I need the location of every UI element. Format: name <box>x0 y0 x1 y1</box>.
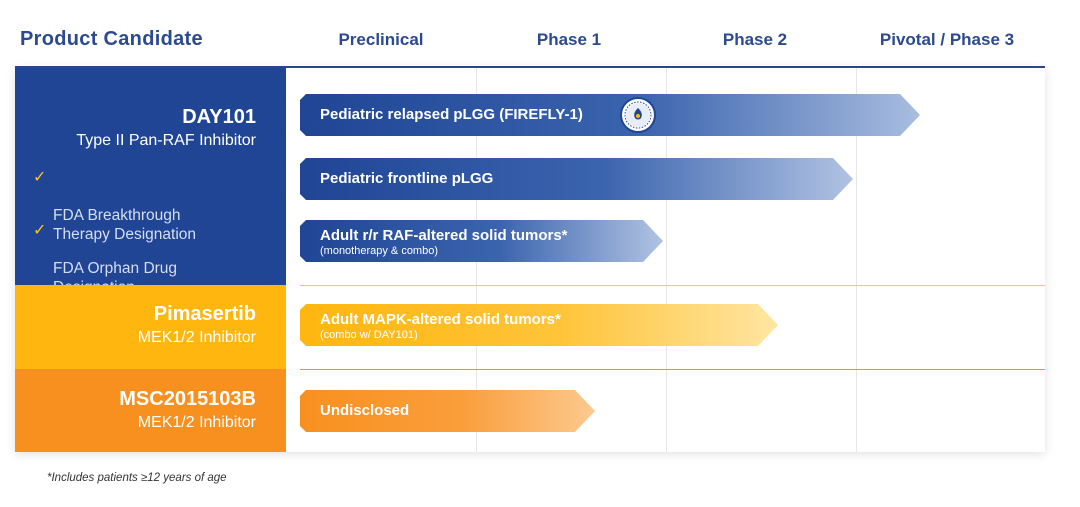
program-title: Pediatric relapsed pLGG (FIREFLY-1) <box>320 106 583 123</box>
candidate-mechanism: MEK1/2 Inhibitor <box>137 329 256 346</box>
footnote: *Includes patients ≥12 years of age <box>47 472 227 484</box>
program-bar-firefly: Pediatric relapsed pLGG (FIREFLY-1) <box>300 94 920 136</box>
column-divider <box>856 68 857 452</box>
program-bar-frontline: Pediatric frontline pLGG <box>300 158 853 200</box>
checkmark-icon: ✓ <box>33 222 47 239</box>
candidate-mechanism: Type II Pan-RAF Inhibitor <box>76 132 256 149</box>
designation-text: FDA Breakthrough Therapy Designation <box>53 207 197 243</box>
candidate-name: DAY101 <box>182 106 256 128</box>
row-separator <box>300 369 1045 370</box>
row-separator <box>300 285 1045 286</box>
trial-logo-icon <box>620 97 656 133</box>
program-title: Adult MAPK-altered solid tumors* <box>320 311 561 328</box>
header-rule <box>15 66 1045 68</box>
header-product-candidate: Product Candidate <box>20 28 203 50</box>
header-phase-3: Pivotal / Phase 3 <box>879 30 1015 49</box>
program-title: Pediatric frontline pLGG <box>320 170 494 187</box>
candidate-name: MSC2015103B <box>119 388 256 410</box>
candidate-msc2015103b: MSC2015103B MEK1/2 Inhibitor <box>15 369 286 452</box>
candidate-mechanism: MEK1/2 Inhibitor <box>137 414 256 431</box>
program-bar-adult-mapk: Adult MAPK-altered solid tumors* (combo … <box>300 304 778 346</box>
candidate-pimasertib: Pimasertib MEK1/2 Inhibitor <box>15 285 286 369</box>
header-phase-1: Phase 1 <box>536 30 602 49</box>
header-phase-2: Phase 2 <box>722 30 788 49</box>
program-note: (monotherapy & combo) <box>320 245 438 257</box>
designation-breakthrough: ✓ FDA Breakthrough Therapy Designation <box>33 168 197 244</box>
checkmark-icon: ✓ <box>33 169 47 186</box>
column-divider <box>666 68 667 452</box>
program-note: (combo w/ DAY101) <box>320 329 418 341</box>
program-title: Adult r/r RAF-altered solid tumors* <box>320 227 568 244</box>
program-title: Undisclosed <box>320 402 410 419</box>
candidate-day101: DAY101 Type II Pan-RAF Inhibitor <box>15 68 286 285</box>
program-bar-undisclosed: Undisclosed <box>300 390 595 432</box>
header-phase-preclinical: Preclinical <box>338 30 424 49</box>
program-bar-adult-raf: Adult r/r RAF-altered solid tumors* (mon… <box>300 220 663 262</box>
candidate-name: Pimasertib <box>153 303 256 325</box>
